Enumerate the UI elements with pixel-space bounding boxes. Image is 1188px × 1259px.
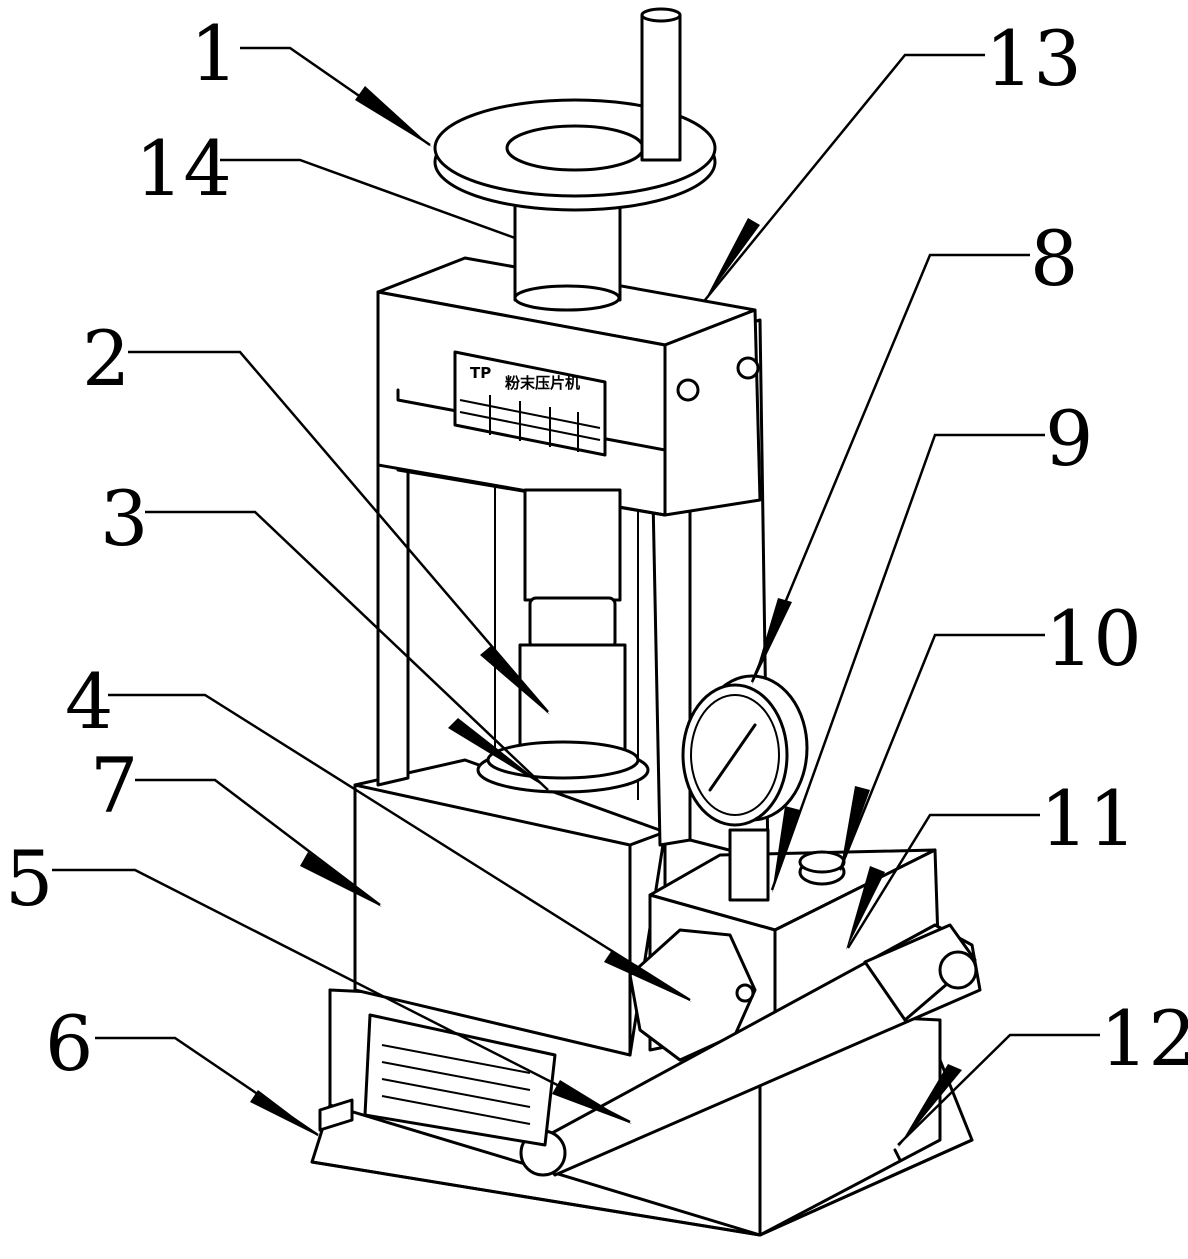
- callout-6: 6: [45, 999, 320, 1137]
- machine-illustration: TP 粉末压片机: [312, 9, 980, 1235]
- callout-13: 13: [705, 14, 1082, 300]
- callout-label-5: 5: [5, 834, 53, 923]
- callout-label-10: 10: [1045, 594, 1142, 683]
- callout-label-4: 4: [65, 657, 113, 746]
- callout-label-6: 6: [45, 999, 93, 1088]
- callout-8: 8: [752, 214, 1078, 685]
- nameplate-name: 粉末压片机: [505, 374, 580, 392]
- callout-label-1: 1: [190, 9, 238, 98]
- callout-label-9: 9: [1045, 394, 1093, 483]
- callout-7: 7: [90, 741, 382, 907]
- callout-label-14: 14: [135, 124, 232, 213]
- callout-label-2: 2: [82, 314, 130, 403]
- callout-label-13: 13: [985, 14, 1082, 103]
- callout-3: 3: [100, 474, 550, 790]
- callout-label-7: 7: [90, 741, 138, 830]
- oil-filler-cap: [800, 852, 844, 884]
- callout-label-8: 8: [1030, 214, 1078, 303]
- nameplate-model: TP: [470, 364, 491, 382]
- callout-label-12: 12: [1100, 994, 1188, 1083]
- callout-label-11: 11: [1040, 774, 1137, 863]
- callout-label-3: 3: [100, 474, 148, 563]
